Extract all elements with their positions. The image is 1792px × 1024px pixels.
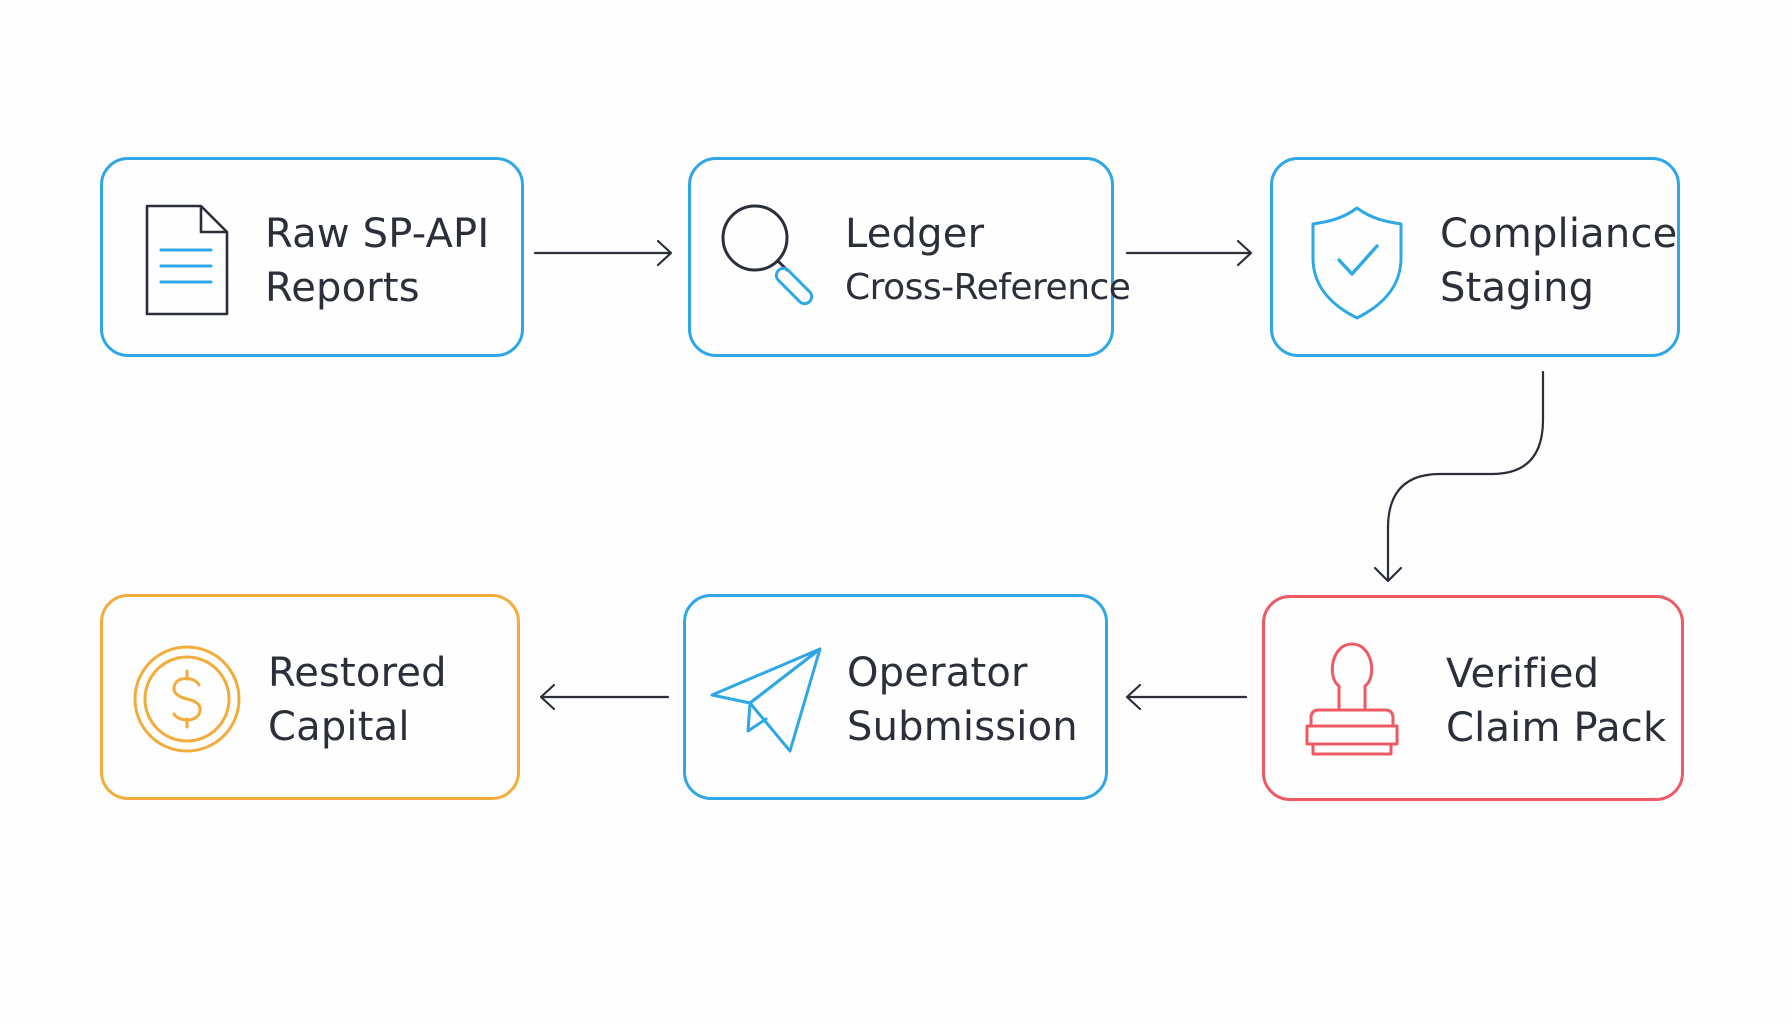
node-label-line: Ledger xyxy=(845,211,985,257)
node-operator-submission: Operator Submission xyxy=(683,594,1108,800)
node-label-line: Cross-Reference xyxy=(845,267,1131,308)
node-label-line: Submission xyxy=(847,704,1078,750)
node-label-line: Compliance xyxy=(1440,211,1678,257)
node-label: Verified Claim Pack xyxy=(1446,647,1666,755)
node-label-line: Capital xyxy=(268,704,410,750)
node-label-line: Restored xyxy=(268,650,447,696)
magnifier-icon xyxy=(719,202,829,316)
edge-operator-to-restored xyxy=(539,683,670,711)
dollar-coin-icon xyxy=(129,641,245,761)
edge-verified-to-operator xyxy=(1125,683,1248,711)
edge-ledger-to-compliance xyxy=(1125,239,1253,267)
stamp-icon xyxy=(1297,636,1407,770)
node-label: Compliance Staging xyxy=(1440,207,1677,315)
node-compliance-staging: Compliance Staging xyxy=(1270,157,1680,357)
node-label: Raw SP-API Reports xyxy=(265,207,489,315)
node-raw-sp-api-reports: Raw SP-API Reports xyxy=(100,157,524,357)
node-label-line: Operator xyxy=(847,650,1028,696)
node-label: Restored Capital xyxy=(268,646,447,754)
node-label: Operator Submission xyxy=(847,646,1078,754)
node-restored-capital: Restored Capital xyxy=(100,594,520,800)
node-label-line: Claim Pack xyxy=(1446,705,1667,751)
paper-plane-icon xyxy=(708,641,828,765)
edge-raw-to-ledger xyxy=(533,239,673,267)
node-label-line: Reports xyxy=(265,265,420,311)
shield-check-icon xyxy=(1307,202,1407,326)
edge-compliance-to-verified xyxy=(1373,370,1545,583)
node-label-line: Verified xyxy=(1446,651,1600,697)
node-label: Ledger Cross-Reference xyxy=(845,207,1131,315)
node-label-line: Raw SP-API xyxy=(265,211,490,257)
node-label-line: Staging xyxy=(1440,265,1595,311)
document-icon xyxy=(141,200,231,324)
node-ledger-cross-reference: Ledger Cross-Reference xyxy=(688,157,1131,357)
node-verified-claim-pack: Verified Claim Pack xyxy=(1262,595,1684,801)
